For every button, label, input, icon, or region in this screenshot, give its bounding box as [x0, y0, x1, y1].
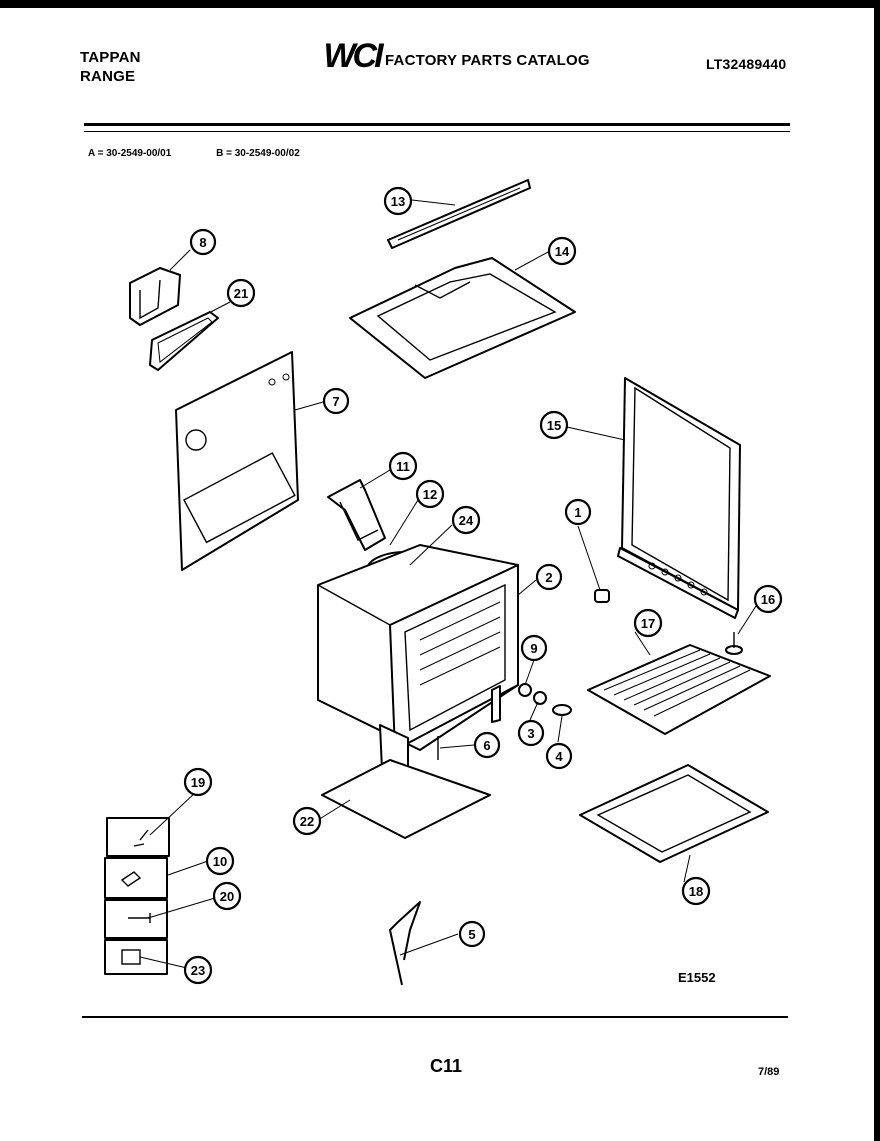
logo-text: WCI: [323, 38, 385, 72]
part-5-spring: [389, 901, 421, 986]
part-17-oven-rack: [587, 644, 771, 735]
part-2-oven-cavity: [317, 544, 519, 783]
callout-9: 9: [520, 634, 548, 662]
callout-13-label: 13: [391, 194, 405, 209]
part-3-spacer: [533, 691, 547, 705]
part-8-vent-bracket: [129, 267, 181, 326]
callout-3: 3: [517, 719, 545, 747]
callout-19: 19: [183, 767, 213, 797]
catalog-number: LT32489440: [706, 56, 787, 72]
callout-21: 21: [226, 278, 256, 308]
callout-8-label: 8: [199, 235, 206, 250]
date-code: 7/89: [758, 1066, 780, 1078]
callout-10: 10: [205, 846, 235, 876]
callout-15-label: 15: [547, 418, 561, 433]
variant-legend: A = 30-2549-00/01 B = 30-2549-00/02: [88, 148, 342, 159]
page-border-right: [874, 0, 880, 1141]
callout-4-label: 4: [555, 749, 563, 764]
part-21-gasket: [149, 311, 219, 371]
part-11-burner-bracket: [327, 479, 386, 551]
header-rule-thick: [84, 123, 790, 126]
callout-22: 22: [292, 806, 322, 836]
callout-8: 8: [189, 228, 217, 256]
part-15-door-frame: [617, 377, 741, 619]
part-4-clip: [552, 704, 572, 716]
callout-1-label: 1: [574, 505, 581, 520]
callout-7: 7: [322, 387, 350, 415]
part-22-bottom-panel: [321, 759, 491, 839]
callout-7-label: 7: [332, 394, 339, 409]
callout-16: 16: [753, 584, 783, 614]
callout-1: 1: [564, 498, 592, 526]
header-rule-thin: [84, 131, 790, 132]
page-border-top: [0, 0, 880, 8]
callout-18: 18: [681, 876, 711, 906]
callout-23-label: 23: [191, 963, 205, 978]
callout-12-label: 12: [423, 487, 437, 502]
callout-14-label: 14: [555, 244, 570, 259]
part-7-back-panel: [175, 351, 299, 571]
leader-lines: [139, 199, 757, 969]
callout-23: 23: [183, 955, 213, 985]
callout-16-label: 16: [761, 592, 775, 607]
callout-21-label: 21: [234, 286, 248, 301]
footer-rule: [82, 1016, 788, 1018]
drawing-code: E1552: [678, 970, 716, 985]
callout-2-label: 2: [545, 570, 552, 585]
variant-a: A = 30-2549-00/01: [88, 148, 172, 159]
callout-9-label: 9: [530, 641, 537, 656]
hardware-kit-boxes: [104, 817, 170, 975]
part-14-top-panel: [349, 257, 576, 379]
part-16-leveling-leg: [725, 632, 743, 655]
callout-6-label: 6: [483, 738, 490, 753]
part-1-fitting: [594, 589, 610, 603]
callout-4: 4: [545, 742, 573, 770]
callout-18-label: 18: [689, 884, 703, 899]
callout-13: 13: [383, 186, 413, 216]
callout-12: 12: [415, 479, 445, 509]
catalog-title: FACTORY PARTS CATALOG: [385, 52, 590, 69]
brand-block: TAPPAN RANGE: [80, 48, 141, 86]
callout-5: 5: [458, 920, 486, 948]
callout-20: 20: [212, 881, 242, 911]
part-18-broiler-pan: [579, 764, 769, 863]
callout-6: 6: [473, 731, 501, 759]
callout-24-label: 24: [459, 513, 474, 528]
variant-b: B = 30-2549-00/02: [216, 148, 300, 159]
callout-2: 2: [535, 563, 563, 591]
callout-17-label: 17: [641, 616, 655, 631]
callout-17: 17: [633, 608, 663, 638]
callout-22-label: 22: [300, 814, 314, 829]
callout-11-label: 11: [396, 459, 410, 474]
callout-24: 24: [451, 505, 481, 535]
callout-14: 14: [547, 236, 577, 266]
wci-logo: WCI: [323, 38, 386, 72]
part-9-grommet: [518, 683, 532, 697]
brand-line-1: TAPPAN: [80, 49, 141, 66]
page-number: C11: [430, 1056, 463, 1076]
callout-15: 15: [539, 410, 569, 440]
callout-11: 11: [388, 451, 418, 481]
part-13-trim-strip: [387, 179, 531, 249]
callout-20-label: 20: [220, 889, 234, 904]
callout-19-label: 19: [191, 775, 205, 790]
callout-10-label: 10: [213, 854, 227, 869]
brand-line-2: RANGE: [80, 68, 136, 85]
callout-3-label: 3: [527, 726, 534, 741]
callout-5-label: 5: [468, 927, 475, 942]
